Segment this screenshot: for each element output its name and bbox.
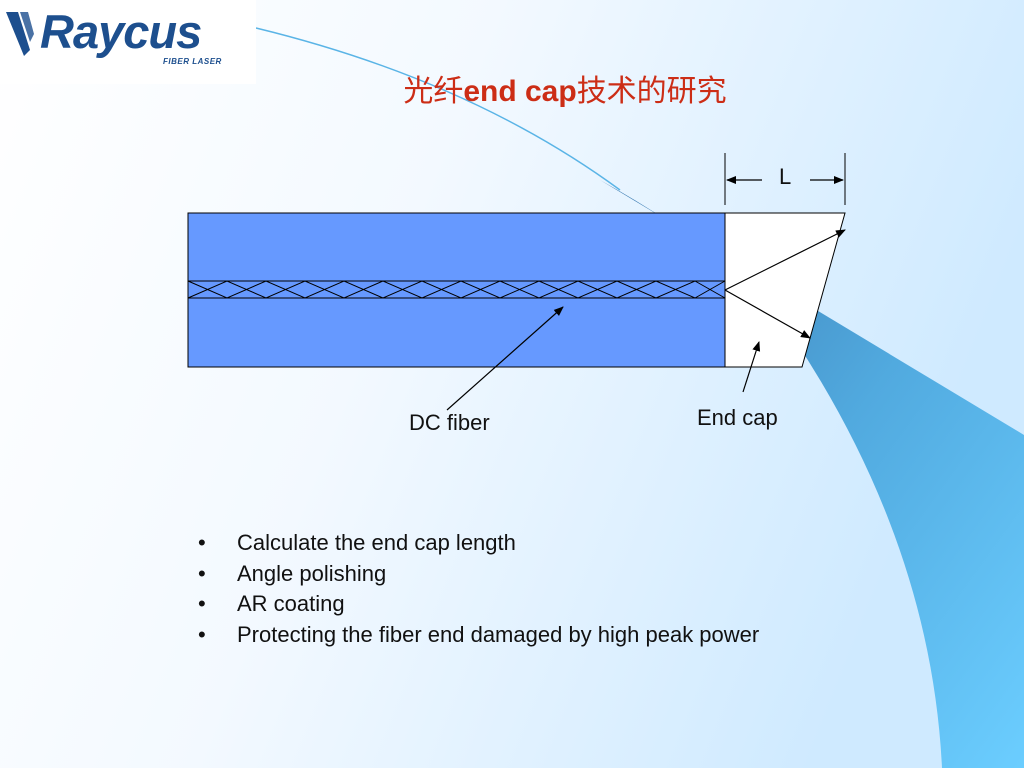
bullet-text: Calculate the end cap length	[237, 530, 516, 555]
bullet-text: Protecting the fiber end damaged by high…	[237, 621, 760, 647]
bullet-marker: •	[198, 560, 206, 586]
raycus-logo: Raycus FIBER LASER	[0, 0, 256, 84]
end-cap-body	[724, 212, 846, 368]
bullet-marker: •	[198, 591, 206, 616]
beam-ray-lower	[724, 289, 811, 339]
title-suffix: 技术的研究	[576, 74, 727, 109]
bullet-marker: •	[198, 530, 206, 555]
beam-ray-upper	[724, 229, 846, 291]
core-ray-zigzag-a	[187, 280, 726, 299]
end-cap-leader	[742, 341, 761, 393]
dc-fiber-leader	[446, 306, 564, 411]
list-item: • AR coating	[198, 589, 759, 620]
bullet-marker: •	[198, 621, 206, 647]
core-ray-zigzag-b	[187, 280, 726, 299]
logo-tagline: FIBER LASER	[163, 57, 222, 66]
bullet-list: • Calculate the end cap length • Angle pol…	[198, 528, 759, 650]
logo-wordmark: Raycus	[40, 5, 202, 58]
list-item: • Calculate the end cap length	[198, 528, 759, 559]
title-emphasis: end cap	[463, 75, 577, 108]
list-item: • Angle polishing	[198, 559, 759, 590]
title-prefix: 光纤	[403, 74, 464, 109]
bullet-text: AR coating	[237, 591, 345, 616]
bullet-text: Angle polishing	[237, 560, 387, 586]
logo-chevron-icon	[6, 12, 34, 56]
end-cap-label: End cap	[697, 405, 778, 430]
dimension-label-l: L	[779, 164, 792, 189]
list-item: • Protecting the fiber end damaged by hig…	[198, 620, 759, 651]
fiber-core	[187, 280, 726, 299]
page-title: 光纤end cap技术的研究	[0, 74, 1024, 110]
dc-fiber-label: DC fiber	[409, 410, 490, 435]
